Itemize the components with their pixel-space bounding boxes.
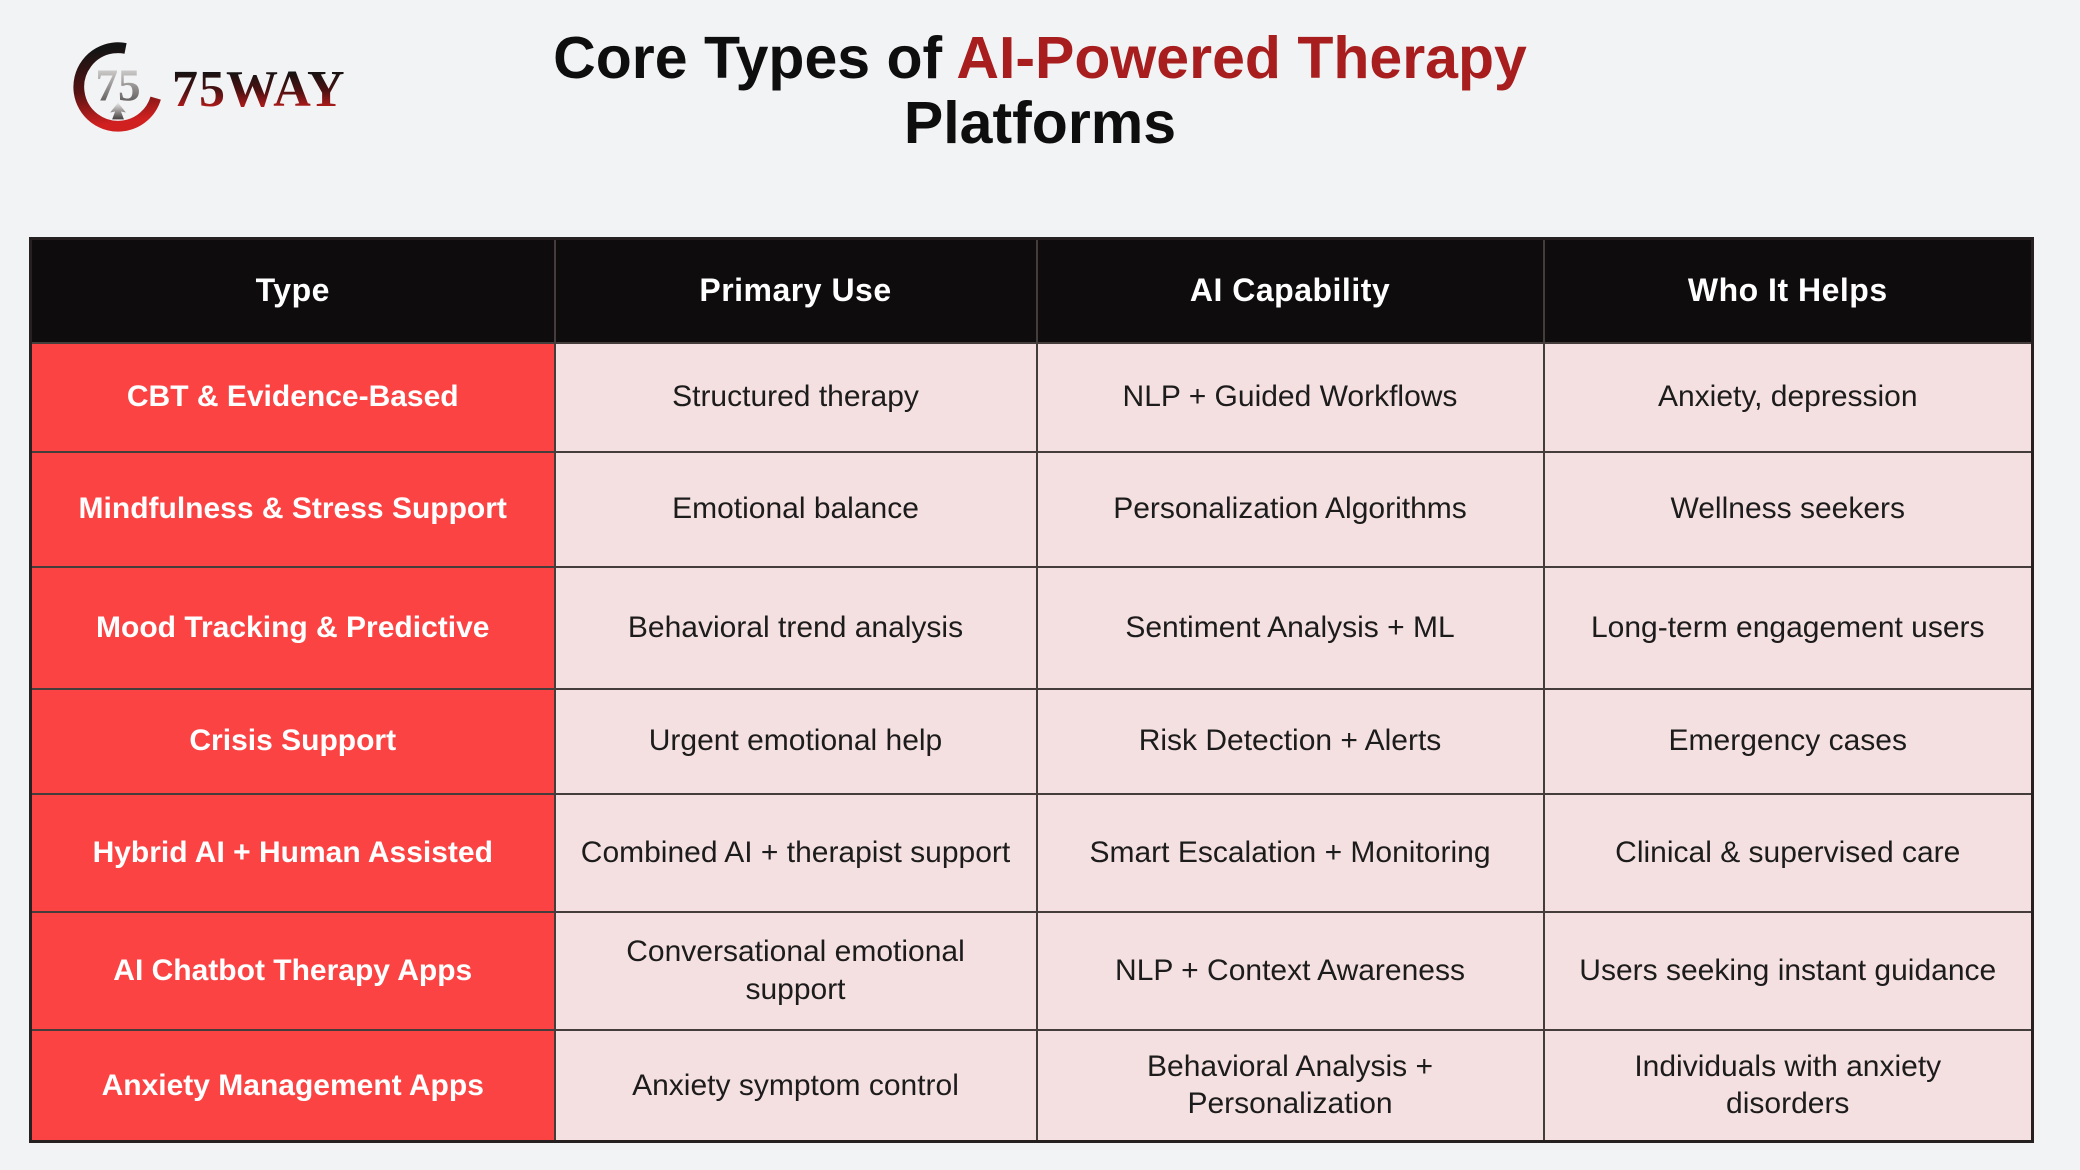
column-header-type: Type: [29, 237, 556, 344]
cell-type: CBT & Evidence-Based: [29, 341, 556, 453]
svg-text:75: 75: [95, 61, 140, 111]
table-row: Mood Tracking & Predictive Behavioral tr…: [29, 565, 2034, 690]
cell-primary-use: Anxiety symptom control: [553, 1028, 1038, 1143]
cell-ai-capability: NLP + Context Awareness: [1035, 910, 1545, 1031]
page-title-line2: Platforms: [903, 89, 1177, 156]
title-prefix: Core Types of: [553, 25, 957, 91]
cell-primary-use: Emotional balance: [553, 450, 1038, 568]
cell-who-it-helps: Emergency cases: [1542, 687, 2034, 795]
table-row: Anxiety Management Apps Anxiety symptom …: [29, 1028, 2034, 1143]
cell-type: Mood Tracking & Predictive: [29, 565, 556, 690]
table-row: Hybrid AI + Human Assisted Combined AI +…: [29, 792, 2034, 913]
cell-type: Mindfulness & Stress Support: [29, 450, 556, 568]
cell-ai-capability: Smart Escalation + Monitoring: [1035, 792, 1545, 913]
cell-type: Hybrid AI + Human Assisted: [29, 792, 556, 913]
page-title: Core Types of AI-Powered Therapy Platfor…: [0, 26, 2080, 156]
page-title-line1: Core Types of AI-Powered Therapy: [0, 26, 2080, 91]
cell-ai-capability: Risk Detection + Alerts: [1035, 687, 1545, 795]
cell-ai-capability: NLP + Guided Workflows: [1035, 341, 1545, 453]
cell-ai-capability: Personalization Algorithms: [1035, 450, 1545, 568]
therapy-platforms-table: Type Primary Use AI Capability Who It He…: [29, 237, 2034, 1143]
column-header-ai-capability: AI Capability: [1035, 237, 1545, 344]
cell-primary-use: Urgent emotional help: [553, 687, 1038, 795]
table-header-row: Type Primary Use AI Capability Who It He…: [29, 237, 2034, 344]
cell-type: AI Chatbot Therapy Apps: [29, 910, 556, 1031]
cell-who-it-helps: Clinical & supervised care: [1542, 792, 2034, 913]
cell-who-it-helps: Anxiety, depression: [1542, 341, 2034, 453]
cell-primary-use: Structured therapy: [553, 341, 1038, 453]
cell-type: Anxiety Management Apps: [29, 1028, 556, 1143]
cell-primary-use: Conversational emotional support: [553, 910, 1038, 1031]
cell-type: Crisis Support: [29, 687, 556, 795]
cell-who-it-helps: Individuals with anxiety disorders: [1542, 1028, 2034, 1143]
table-row: Crisis Support Urgent emotional help Ris…: [29, 687, 2034, 795]
table-row: AI Chatbot Therapy Apps Conversational e…: [29, 910, 2034, 1031]
column-header-who-it-helps: Who It Helps: [1542, 237, 2034, 344]
cell-who-it-helps: Long-term engagement users: [1542, 565, 2034, 690]
cell-who-it-helps: Wellness seekers: [1542, 450, 2034, 568]
brand-logo: 75 75WAY: [72, 32, 346, 138]
cell-primary-use: Behavioral trend analysis: [553, 565, 1038, 690]
crescent-75-logo-icon: 75: [73, 42, 163, 132]
column-header-primary-use: Primary Use: [553, 237, 1038, 344]
brand-name: 75WAY: [172, 60, 346, 118]
table-row: Mindfulness & Stress Support Emotional b…: [29, 450, 2034, 568]
cell-ai-capability: Behavioral Analysis + Personalization: [1035, 1028, 1545, 1143]
cell-ai-capability: Sentiment Analysis + ML: [1035, 565, 1545, 690]
cell-primary-use: Combined AI + therapist support: [553, 792, 1038, 913]
title-highlight: AI-Powered Therapy: [956, 25, 1527, 91]
table-row: CBT & Evidence-Based Structured therapy …: [29, 341, 2034, 453]
cell-who-it-helps: Users seeking instant guidance: [1542, 910, 2034, 1031]
